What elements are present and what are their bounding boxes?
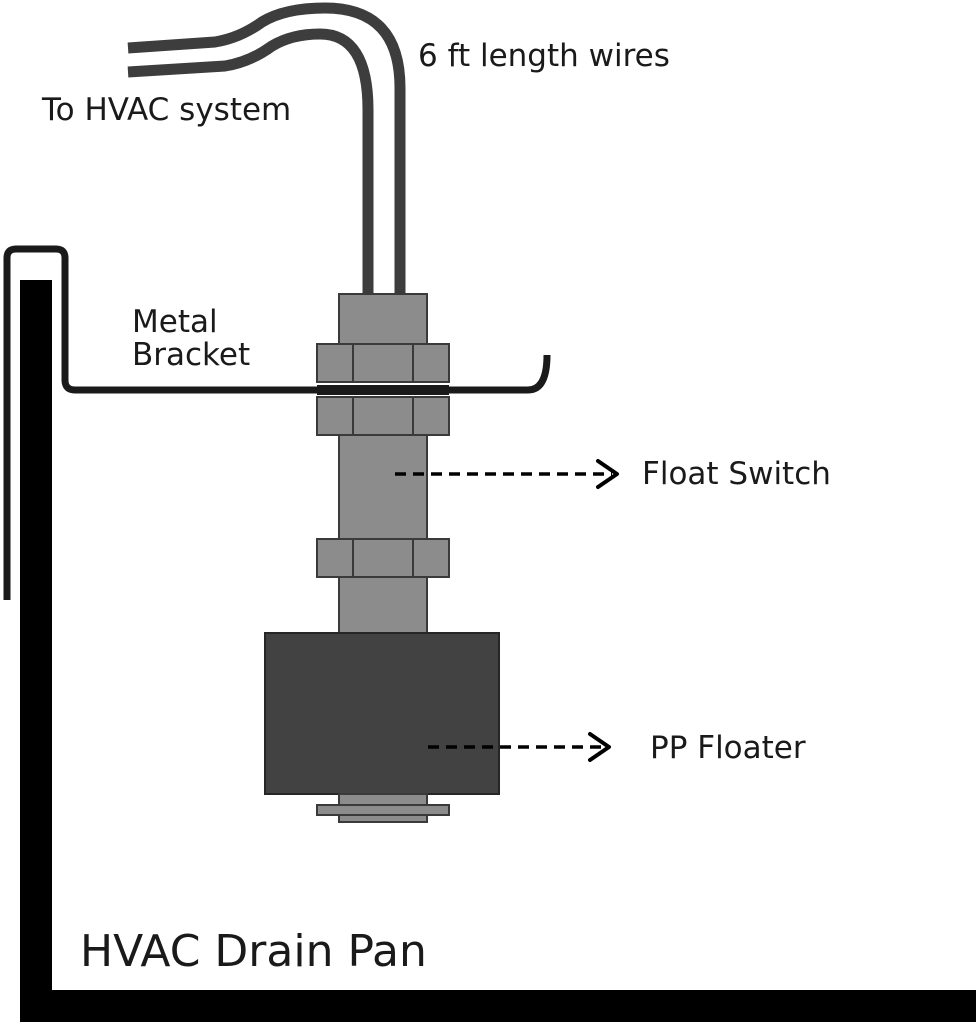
middle-nut: [316, 538, 450, 578]
label-bracket-line1: Metal: [132, 304, 218, 340]
switch-stem: [338, 434, 428, 540]
bracket-plate: [317, 385, 449, 395]
label-bracket-line2: Bracket: [132, 337, 250, 373]
bottom-washer: [316, 804, 450, 816]
label-hvac-system: To HVAC system: [41, 92, 291, 128]
bottom-cap: [338, 814, 428, 823]
upper-nut: [316, 343, 450, 383]
label-drain-pan: HVAC Drain Pan: [80, 926, 427, 977]
wire-1: [127, 2, 406, 296]
wire-2: [127, 28, 374, 296]
pp-floater-body: [264, 632, 500, 795]
bracket-lower-nut: [316, 396, 450, 436]
label-float-switch: Float Switch: [642, 456, 831, 492]
float-switch-arrow: [395, 459, 619, 489]
label-pp-floater: PP Floater: [650, 730, 806, 766]
switch-stem-lower: [338, 576, 428, 635]
label-wires: 6 ft length wires: [418, 38, 670, 74]
pan-rim: [3, 245, 551, 600]
switch-stem-top: [338, 293, 428, 345]
pp-floater-arrow: [428, 732, 611, 762]
